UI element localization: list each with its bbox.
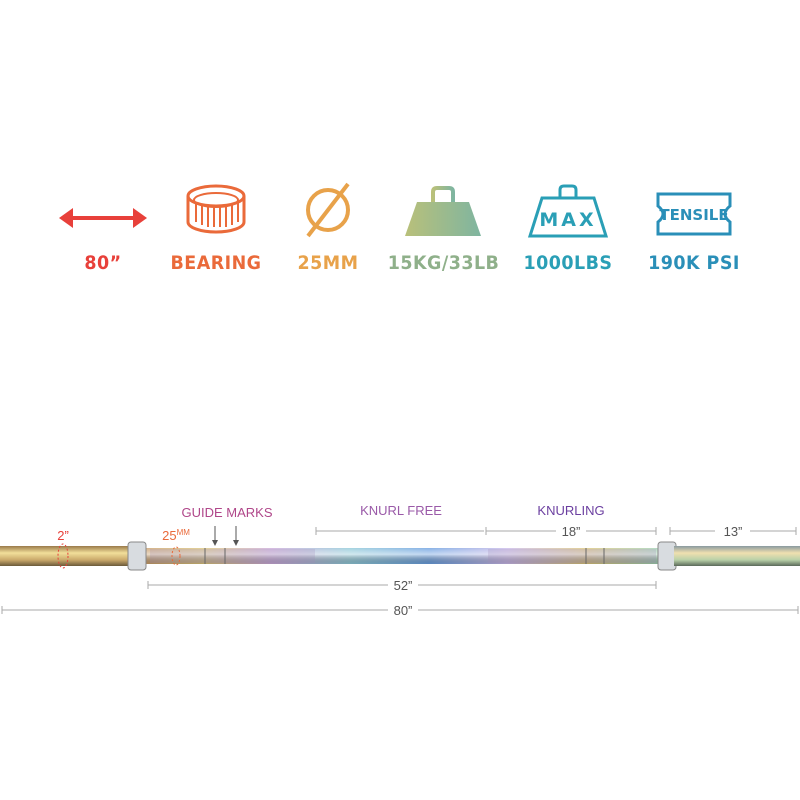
right-sleeve bbox=[674, 546, 800, 566]
inner-length-label: 52” bbox=[394, 578, 413, 593]
spec-length-label: 80” bbox=[84, 252, 122, 274]
knurling-length-label: 18” bbox=[562, 524, 581, 539]
kettle-weight-icon bbox=[405, 186, 481, 236]
sleeve-diameter-label: 2” bbox=[57, 528, 69, 543]
spec-weight-label: 15KG/33LB bbox=[387, 252, 500, 274]
barbell-diagram: 2” 25MM GUIDE MARKS KNURL FREE KNURLING … bbox=[0, 503, 800, 618]
knurling-left bbox=[150, 549, 315, 563]
knurl-free-label: KNURL FREE bbox=[360, 503, 442, 518]
spec-bearing: BEARING bbox=[156, 180, 276, 280]
double-arrow-icon bbox=[59, 208, 147, 228]
spec-bearing-label: BEARING bbox=[170, 252, 262, 274]
spec-diameter: 25MM bbox=[268, 180, 388, 280]
right-collar bbox=[657, 541, 677, 571]
spec-tensile: TENSILE 190K PSI bbox=[634, 180, 754, 280]
diameter-icon bbox=[306, 182, 350, 238]
guide-marks-label: GUIDE MARKS bbox=[181, 505, 272, 520]
sleeve-length-label: 13” bbox=[724, 524, 743, 539]
tensile-icon-text: TENSILE bbox=[659, 206, 728, 224]
knurling-right bbox=[488, 549, 656, 563]
left-collar bbox=[127, 541, 147, 571]
spec-max: MAX 1000LBS bbox=[508, 180, 628, 280]
knurling-label: KNURLING bbox=[537, 503, 604, 518]
spec-diameter-label: 25MM bbox=[297, 252, 359, 274]
shaft-diameter-label: 25MM bbox=[162, 528, 190, 543]
max-icon-text: MAX bbox=[539, 209, 596, 231]
spec-length: 80” bbox=[43, 180, 163, 280]
bearing-icon bbox=[186, 184, 246, 234]
left-sleeve bbox=[0, 546, 130, 566]
tensile-icon: TENSILE bbox=[656, 192, 732, 236]
max-weight-icon: MAX bbox=[527, 184, 609, 238]
spec-tensile-label: 190K PSI bbox=[648, 252, 740, 274]
total-length-label: 80” bbox=[394, 603, 413, 618]
spec-weight: 15KG/33LB bbox=[383, 180, 503, 280]
spec-max-label: 1000LBS bbox=[523, 252, 613, 274]
